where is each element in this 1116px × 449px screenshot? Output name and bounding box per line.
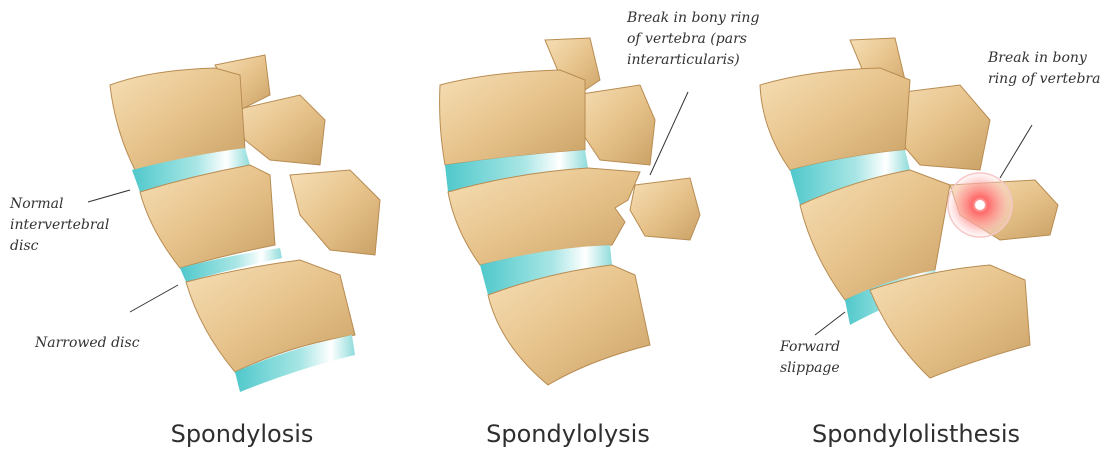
break-point: [975, 200, 985, 210]
vertebral-body: [440, 70, 585, 165]
forward-slippage-label: Forward slippage: [780, 337, 840, 379]
pars-break-label: Break in bony ring of vertebra (pars int…: [627, 8, 759, 71]
facet-joint: [290, 170, 380, 255]
facet-joint: [575, 85, 655, 165]
pointer-line: [130, 285, 178, 312]
pointer-line: [1000, 125, 1032, 178]
caption-spondylolisthesis: Spondylolisthesis: [766, 420, 1066, 448]
narrowed-disc-label: Narrowed disc: [35, 333, 140, 354]
pointer-line: [815, 312, 845, 335]
pointer-line: [650, 92, 688, 175]
broken-pars-fragment: [630, 178, 700, 240]
caption-spondylosis: Spondylosis: [92, 420, 392, 448]
spondylolysis-figure: [440, 38, 700, 385]
ring-break-label: Break in bony ring of vertebra: [988, 48, 1100, 90]
normal-disc-label: Normal intervertebral disc: [10, 194, 109, 257]
caption-spondylolysis: Spondylolysis: [418, 420, 718, 448]
